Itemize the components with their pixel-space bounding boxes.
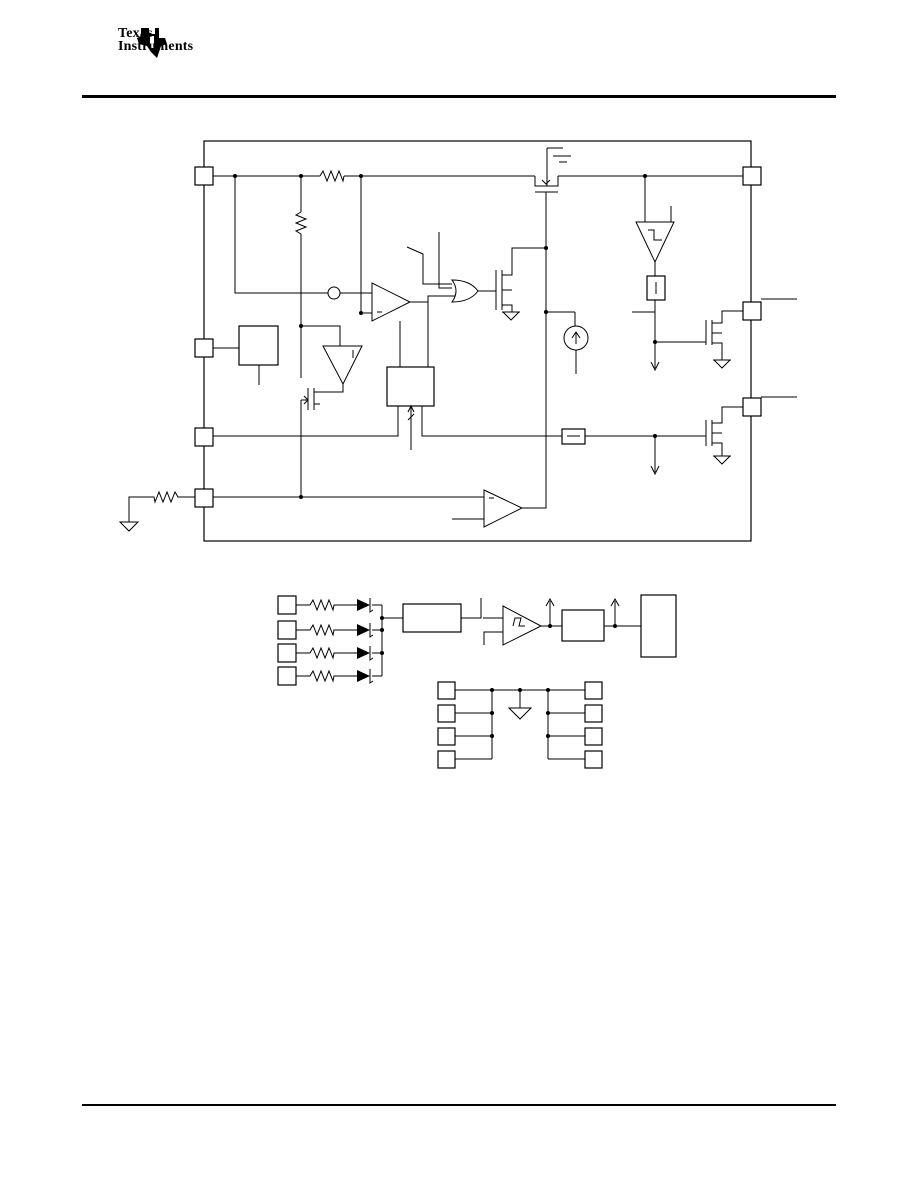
error-amplifier (371, 282, 412, 322)
logo-wordmark: Texas Instruments (118, 26, 194, 54)
junction-dot (299, 495, 303, 499)
logo-line-2: Instruments (118, 39, 194, 54)
gnd-pin-3 (437, 727, 456, 746)
esd-clamp-block (402, 603, 462, 633)
ground-icon-driver (502, 311, 520, 321)
esd-buffer-block (561, 609, 605, 642)
external-set-resistor (118, 490, 195, 532)
gnd-pin-7 (584, 727, 603, 746)
wire-segment (381, 605, 403, 676)
gnd-pin-1 (437, 681, 456, 700)
wire-sense (234, 176, 328, 294)
sense-resistor (319, 169, 345, 183)
or-gate-inputs (406, 232, 455, 302)
uvlo-comparator (635, 176, 675, 276)
control-block (238, 325, 279, 366)
pin-box-left-4 (194, 488, 214, 508)
ground-bus (455, 689, 585, 760)
timer-comparator (483, 489, 524, 528)
junction-dot (490, 711, 494, 715)
wire-segment (213, 347, 260, 385)
esd-output-block (640, 594, 677, 658)
wire-segment (571, 312, 581, 374)
junction-dot (544, 310, 548, 314)
junction-dot (380, 616, 384, 620)
logic-wires (213, 406, 562, 450)
gnd-pin-2 (437, 704, 456, 723)
wire-segment (648, 229, 662, 241)
esd-pin-3 (277, 643, 297, 663)
pin-box-right-3 (742, 397, 762, 417)
pin-box-left-1 (194, 166, 214, 186)
junction-dot (546, 711, 550, 715)
wire-segment (650, 361, 660, 372)
junction-dot (359, 311, 363, 315)
wire-segment (213, 496, 494, 520)
device-outline (203, 140, 752, 542)
pin-box-right-2 (742, 301, 762, 321)
junction-dot (548, 624, 552, 628)
wire-segment (541, 597, 562, 627)
wire-segment (369, 598, 374, 684)
esd-pin-2 (277, 620, 297, 640)
gnd-pin-6 (584, 704, 603, 723)
output-fet-2 (585, 406, 743, 472)
junction-dot (653, 434, 657, 438)
junction-dot (546, 734, 550, 738)
pin-box-right-1 (742, 166, 762, 186)
or-gate (451, 279, 479, 303)
junction-dot (546, 688, 550, 692)
junction-dot (380, 628, 384, 632)
gnd-pin-4 (437, 750, 456, 769)
driver-fet (495, 247, 546, 312)
pin-box-left-2 (194, 338, 214, 358)
junction-dot (653, 340, 657, 344)
zener-diode-icons (357, 599, 370, 682)
esd-protection-diagram (277, 594, 677, 769)
wire-segment (604, 597, 641, 627)
wire-segment (632, 300, 706, 368)
junction-dot (490, 734, 494, 738)
logic-block (386, 366, 435, 407)
wire-segment (303, 395, 309, 405)
junction-dot (490, 688, 494, 692)
bias-resistor (294, 211, 308, 326)
esd-pin-4 (277, 666, 297, 686)
gnd-pin-8 (584, 750, 603, 769)
functional-block-diagram (118, 140, 797, 542)
wire-segment (483, 617, 525, 645)
output-fet-1 (705, 310, 743, 369)
gnd-pin-5 (584, 681, 603, 700)
ti-logo-icon (137, 28, 167, 58)
wire-segment (407, 404, 415, 413)
footer-rule (82, 1104, 836, 1106)
wire-segment (650, 465, 660, 476)
esd-pin-1 (277, 595, 297, 615)
junction-dot (613, 624, 617, 628)
wire-segment (461, 598, 503, 619)
esd-resistors (296, 598, 382, 683)
wire-segment (541, 179, 551, 185)
pass-fet-symbol (534, 147, 571, 248)
junction-dot (380, 651, 384, 655)
pin-box-left-3 (194, 427, 214, 447)
mirror-fet (300, 326, 344, 497)
junction-dot (518, 688, 522, 692)
current-sense-amp (301, 325, 363, 386)
header-rule (82, 95, 836, 98)
esd-comparator (502, 605, 543, 646)
logo-line-1: Texas (118, 26, 153, 41)
